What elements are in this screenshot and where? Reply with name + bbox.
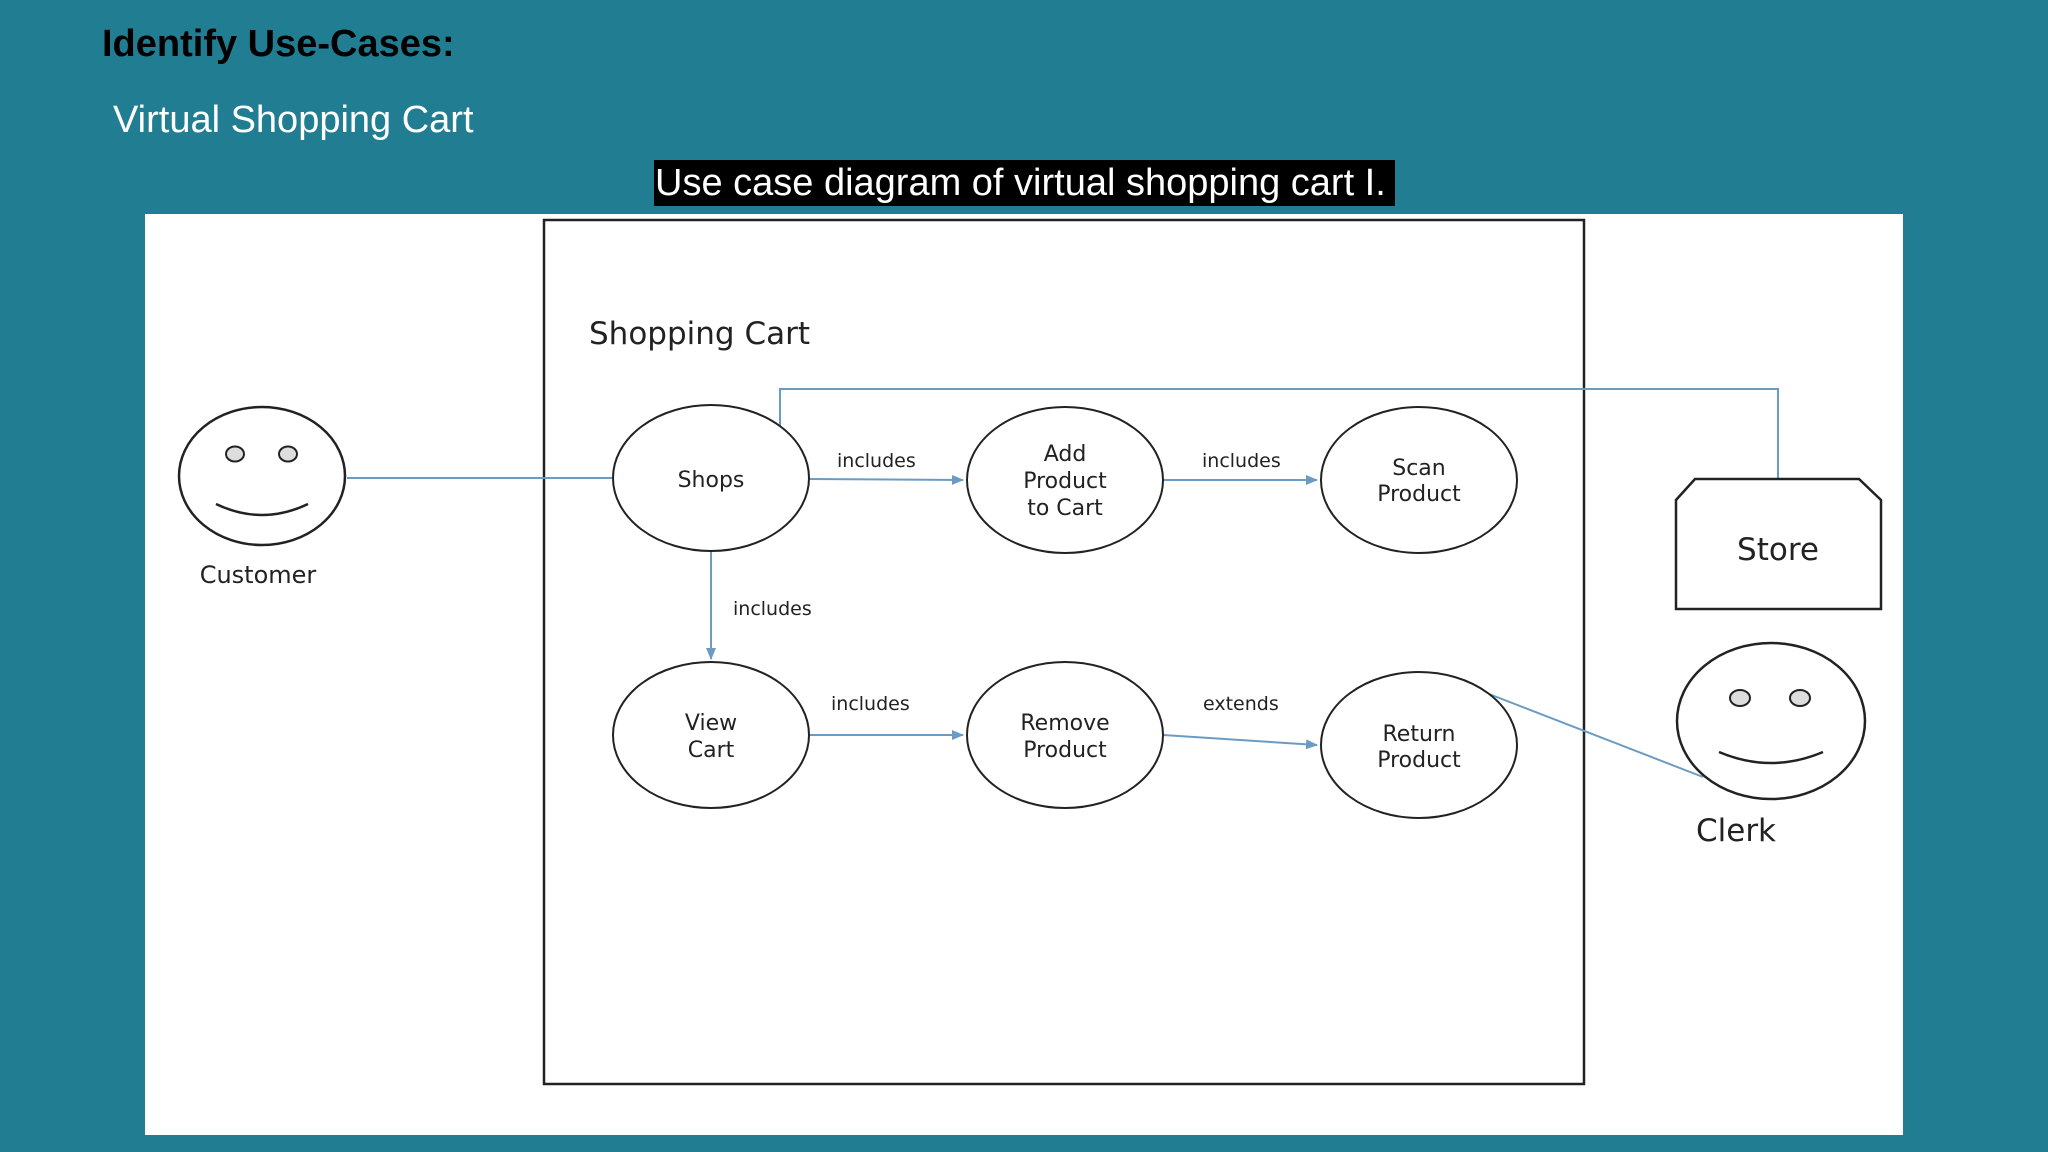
svg-text:Add: Add xyxy=(1044,442,1087,467)
arrow-remove-return xyxy=(1162,734,1318,750)
customer-actor-icon xyxy=(177,405,347,547)
svg-text:Remove: Remove xyxy=(1020,711,1109,736)
clerk-return-association xyxy=(1488,693,1704,778)
store-shops-association xyxy=(779,388,1779,478)
use-case-remove-product: Remove Product xyxy=(966,661,1164,809)
use-case-shops: Shops xyxy=(612,404,810,552)
svg-text:View: View xyxy=(685,711,737,736)
svg-text:Product: Product xyxy=(1023,469,1107,494)
clerk-actor-icon xyxy=(1675,641,1867,801)
use-case-diagram: Shopping Cart includes includes includes… xyxy=(177,218,1883,1086)
label-remove-return: extends xyxy=(1203,693,1279,715)
label-add-scan: includes xyxy=(1202,450,1281,472)
clerk-label: Clerk xyxy=(1696,813,1776,849)
use-case-add-product-to-cart: Add Product to Cart xyxy=(966,406,1164,554)
use-case-return-product: Return Product xyxy=(1320,671,1518,819)
svg-text:Scan: Scan xyxy=(1392,456,1446,481)
label-shops-add: includes xyxy=(837,450,916,472)
arrow-shops-add xyxy=(808,474,964,485)
svg-text:Product: Product xyxy=(1023,738,1107,763)
system-boundary xyxy=(542,218,1586,1086)
use-case-scan-product: Scan Product xyxy=(1320,406,1518,554)
svg-text:Product: Product xyxy=(1377,482,1461,507)
svg-text:Shops: Shops xyxy=(678,468,745,493)
svg-text:Return: Return xyxy=(1382,722,1455,747)
label-shops-view: includes xyxy=(733,598,812,620)
diagram-caption: Use case diagram of virtual shopping car… xyxy=(654,160,1395,206)
use-case-view-cart: View Cart xyxy=(612,661,810,809)
store-icon xyxy=(1674,477,1883,611)
diagram-panel: Shopping Cart includes includes includes… xyxy=(145,214,1903,1135)
slide-heading: Identify Use-Cases: xyxy=(102,23,455,65)
svg-text:Product: Product xyxy=(1377,748,1461,773)
label-view-remove: includes xyxy=(831,693,910,715)
system-boundary-label: Shopping Cart xyxy=(589,316,810,352)
svg-text:Cart: Cart xyxy=(688,738,735,763)
svg-text:to Cart: to Cart xyxy=(1027,496,1103,521)
slide-subtitle: Virtual Shopping Cart xyxy=(113,99,474,141)
store-label: Store xyxy=(1737,532,1819,568)
customer-label: Customer xyxy=(200,561,317,589)
